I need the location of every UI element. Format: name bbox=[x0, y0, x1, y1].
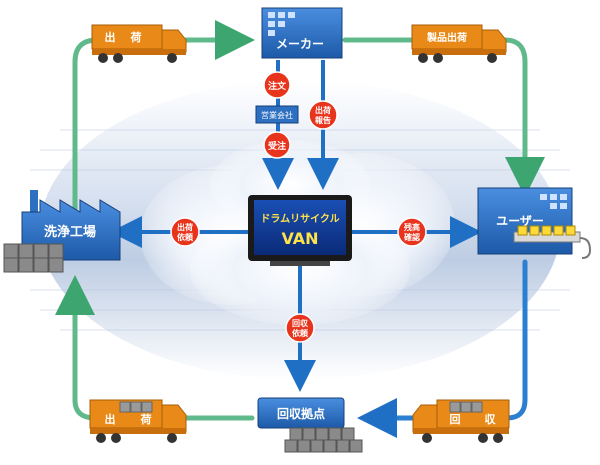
truck-bottom-right: 回 収 bbox=[412, 399, 510, 443]
svg-text:回収: 回収 bbox=[292, 318, 309, 328]
drum-stack-collection bbox=[284, 427, 363, 453]
svg-text:出荷: 出荷 bbox=[177, 222, 193, 232]
maker-label: メーカー bbox=[276, 37, 324, 51]
svg-text:報告: 報告 bbox=[315, 115, 331, 125]
collection-point-node[interactable]: 回収拠点 bbox=[257, 397, 363, 453]
collection-point-label: 回収拠点 bbox=[277, 406, 325, 421]
svg-text:回: 回 bbox=[450, 412, 461, 426]
maker-node[interactable]: メーカー bbox=[261, 7, 343, 59]
washing-plant-node[interactable]: 洗浄工場 bbox=[3, 190, 121, 273]
svg-text:残高: 残高 bbox=[404, 222, 420, 232]
center-line2: VAN bbox=[281, 229, 318, 248]
truck-top-right: 製品出荷 bbox=[411, 24, 507, 63]
sales-company-label: 営業会社 bbox=[261, 110, 293, 120]
badge-remaining-check: 残高 確認 bbox=[397, 217, 427, 247]
svg-text:出荷: 出荷 bbox=[315, 105, 331, 115]
conveyor-drums bbox=[513, 225, 592, 259]
svg-text:出: 出 bbox=[105, 30, 116, 44]
badge-shipment-request: 出荷 依頼 bbox=[170, 217, 200, 247]
badge-shipment-report: 出荷 報告 bbox=[308, 100, 338, 130]
svg-text:受注: 受注 bbox=[268, 140, 286, 152]
badge-collection-request: 回収 依頼 bbox=[285, 313, 315, 343]
drum-stack-plant bbox=[3, 243, 64, 273]
badge-receive-order: 受注 bbox=[263, 131, 291, 159]
truck-top-left: 出 荷 bbox=[91, 24, 187, 63]
truck-bottom-left: 出 荷 bbox=[89, 399, 187, 443]
washing-plant-label: 洗浄工場 bbox=[44, 224, 96, 240]
svg-text:注文: 注文 bbox=[268, 80, 287, 92]
svg-text:依頼: 依頼 bbox=[292, 328, 309, 338]
svg-text:収: 収 bbox=[485, 413, 497, 426]
svg-text:確認: 確認 bbox=[404, 232, 420, 242]
svg-text:荷: 荷 bbox=[140, 412, 152, 426]
svg-text:製品出荷: 製品出荷 bbox=[426, 31, 467, 44]
svg-text:出: 出 bbox=[105, 412, 116, 426]
user-label: ユーザー bbox=[496, 214, 544, 228]
user-node[interactable]: ユーザー bbox=[477, 187, 592, 259]
svg-text:依頼: 依頼 bbox=[177, 232, 194, 242]
center-van-node[interactable]: ドラムリサイクル VAN bbox=[248, 195, 352, 266]
center-line1: ドラムリサイクル bbox=[260, 213, 339, 225]
sales-company-node[interactable]: 営業会社 bbox=[255, 105, 299, 124]
badge-order: 注文 bbox=[263, 71, 291, 99]
svg-text:荷: 荷 bbox=[130, 30, 142, 44]
